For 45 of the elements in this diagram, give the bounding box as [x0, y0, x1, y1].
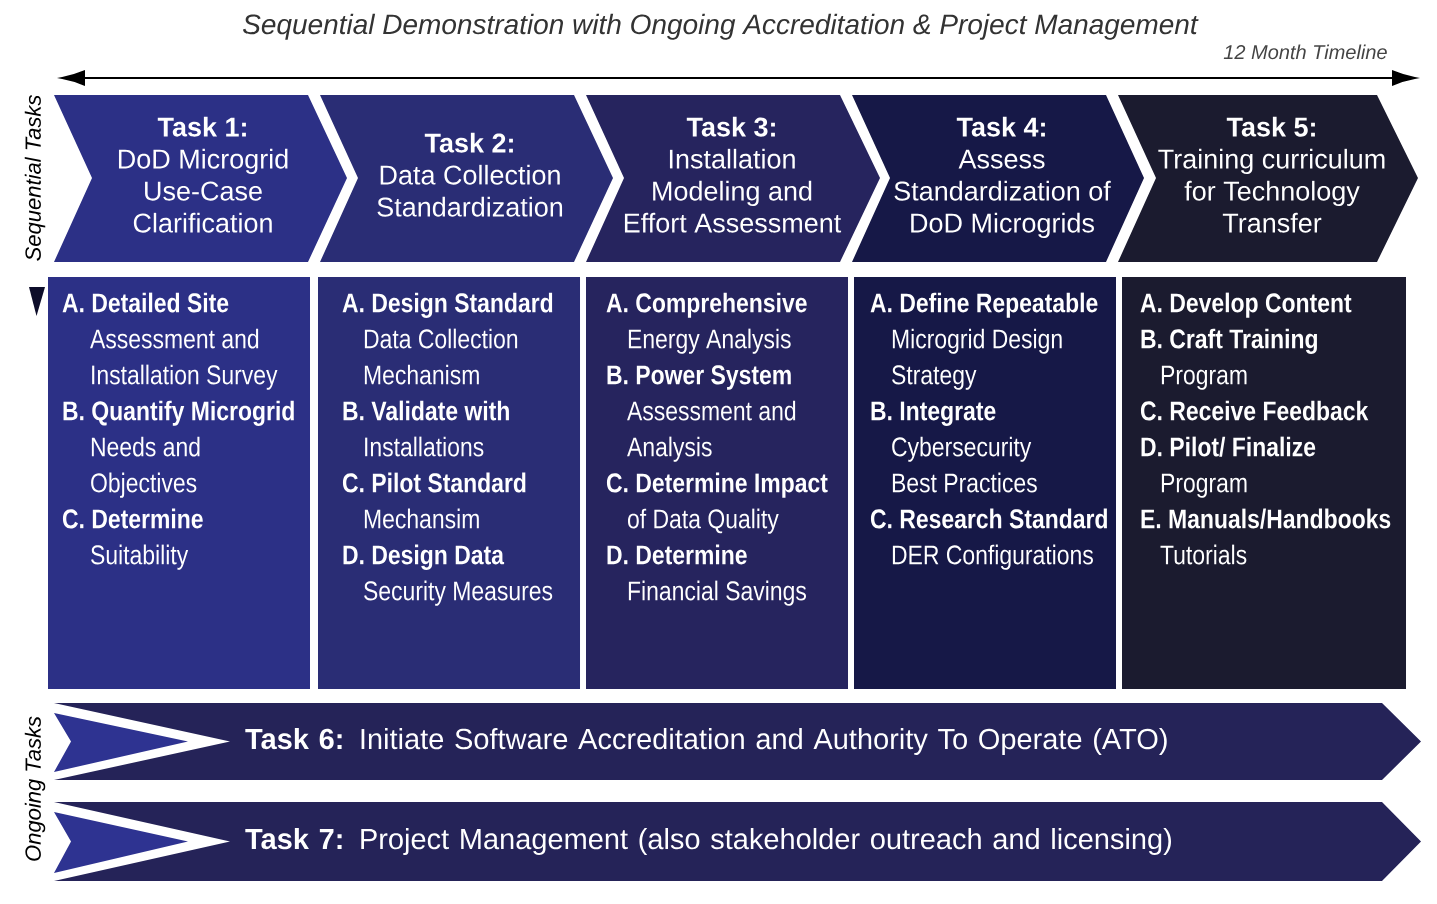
arrow-banner: Task 6: Initiate Software Accreditation and Authority To Operate (ATO): [54, 703, 1421, 780]
list-item: C. Determine Impact of Data Quality: [606, 472, 828, 534]
task-title: Training curriculum for Technology Transfer: [1158, 148, 1385, 233]
task-number: Task 2:: [424, 132, 513, 153]
list-item: D. Design Data Security Measures: [343, 544, 553, 606]
task-title: Assess Standardization of DoD Microgrids: [894, 149, 1111, 238]
chevron-box: [54, 95, 347, 262]
list-item: B. Craft Training Program: [1141, 328, 1317, 390]
chevron-box: [320, 95, 613, 262]
list-item: A. Design Standard Data Collection Mechanism: [342, 292, 553, 385]
list-item: C. Receive Feedback: [1140, 400, 1369, 421]
row-label: Sequential Tasks: [24, 95, 46, 261]
list-item: C. Research Standard DER Configurations: [870, 508, 1107, 570]
task-number: Task 1:: [157, 116, 246, 137]
list-item: D. Determine Financial Savings: [607, 544, 806, 606]
list-item: B. Power System Assessment and Analysis: [607, 365, 796, 462]
task-title: DoD Microgrid Use-Case Clarification: [118, 148, 288, 233]
chevron-box: [586, 95, 880, 262]
task-number: Task 3:: [686, 116, 775, 137]
panel: [1122, 277, 1406, 689]
row-label: Ongoing Tasks: [24, 716, 46, 861]
panel: [48, 277, 310, 689]
task-number: Task 5:: [1226, 116, 1315, 137]
list-item: B. Validate with Installations: [343, 400, 509, 457]
chevron-box: [852, 95, 1144, 262]
task-title: Data Collection Standardization: [377, 164, 563, 217]
title: Sequential Demonstration with Ongoing Accreditation & Project Management: [242, 13, 1199, 40]
list-item: B. Quantify Microgrid Needs and Objectives: [63, 400, 294, 498]
panel: [586, 277, 848, 689]
timeline-label: 12 Month Timeline: [1223, 44, 1387, 60]
panel: [854, 277, 1116, 689]
list-item: D. Pilot/ Finalize Program: [1141, 436, 1316, 498]
list-item: A. Comprehensive Energy Analysis: [606, 292, 807, 354]
list-item: A. Develop Content: [1140, 292, 1352, 318]
task-number: Task 4:: [956, 116, 1045, 137]
list-item: C. Determine Suitability: [62, 508, 203, 570]
list-item: A. Detailed Site Assessment and Installation Survey: [62, 292, 278, 390]
chevron-box: [1118, 95, 1418, 262]
arrow-banner: Task 7: Project Management (also stakeholder outreach and licensing): [54, 802, 1421, 881]
list-item: B. Integrate Cybersecurity Best Practices: [871, 401, 1037, 493]
list-item: A. Define Repeatable Microgrid Design Strategy: [870, 292, 1098, 390]
panel: [318, 277, 580, 689]
list-item: C. Pilot Standard Mechansim: [342, 472, 526, 529]
task-title: Installation Modeling and Effort Assessment: [624, 148, 842, 233]
list-item: E. Manuals/Handbooks Tutorials: [1141, 508, 1391, 565]
